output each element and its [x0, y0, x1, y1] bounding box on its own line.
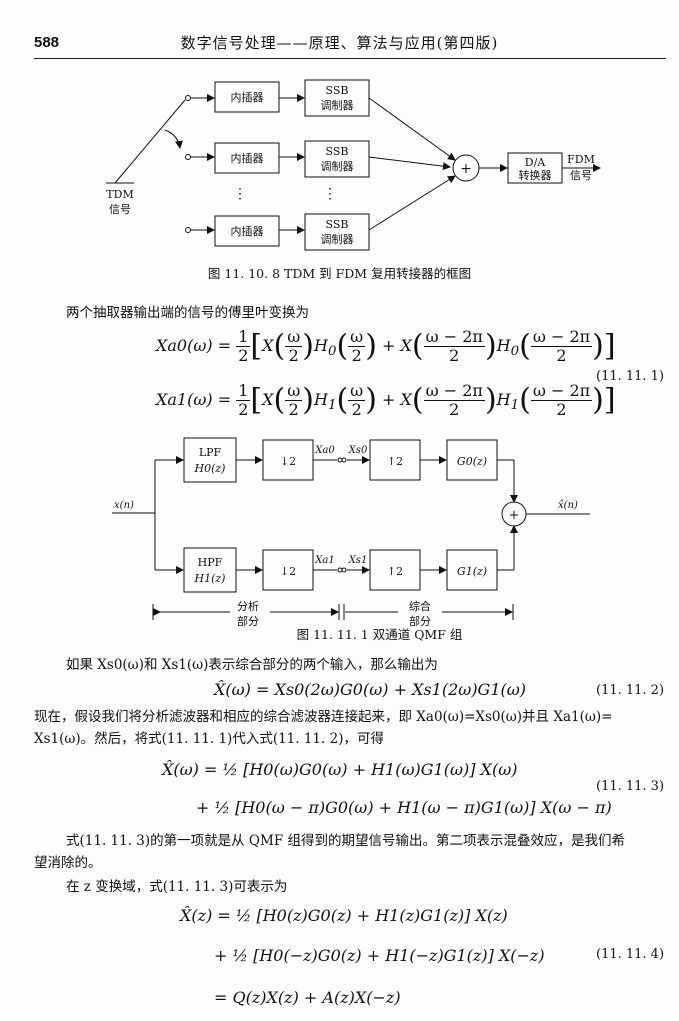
- hpf-box: [183, 547, 237, 593]
- interpolator-label-1: 内插器: [231, 90, 264, 104]
- ssb-label-2a: SSB: [326, 145, 349, 158]
- decimator-label-1: ↓2: [280, 565, 296, 578]
- equation-11-11-3b: + ½ [H0(ω − π)G0(ω) + H1(ω − π)G1(ω)] X(…: [196, 798, 612, 817]
- header-rule: [34, 58, 666, 59]
- tdm-label-2: 信号: [109, 203, 131, 216]
- xs0-label: Xs0: [348, 445, 368, 456]
- g1-label: G1(z): [457, 565, 487, 578]
- fdm-label-2: 信号: [570, 169, 592, 182]
- equation-11-11-4b: + ½ [H0(−z)G0(z) + H1(−z)G1(z)] X(−z): [214, 946, 545, 965]
- paragraph-4-line-2: 望消除的。: [34, 855, 102, 871]
- interpolator-label-3: 内插器: [231, 224, 264, 238]
- summer-plus: +: [460, 161, 472, 177]
- ssb-label-1a: SSB: [326, 84, 349, 97]
- interpolator-box-2: [214, 142, 280, 174]
- equation-number-1: (11. 11. 1): [596, 369, 665, 384]
- running-header: 数字信号处理——原理、算法与应用(第四版): [180, 34, 499, 52]
- analysis-label-2: 部分: [237, 614, 259, 628]
- g0-label: G0(z): [457, 455, 487, 468]
- figure-caption-2: 图 11. 11. 1 双通道 QMF 组: [296, 627, 463, 642]
- interpolator-label-1: ↑2: [387, 565, 403, 578]
- analysis-label-1: 分析: [237, 599, 259, 613]
- synthesis-label-2: 部分: [409, 614, 431, 628]
- contact-3: [185, 227, 191, 233]
- commutator-line: [114, 99, 186, 184]
- paragraph-1: 两个抽取器输出端的信号的傅里叶变换为: [66, 305, 309, 321]
- decimator-label-0: ↓2: [280, 455, 296, 468]
- interpolator-label-2: 内插器: [231, 151, 264, 165]
- interpolator-box-1: [214, 81, 280, 113]
- rotation-arrow: [164, 129, 183, 149]
- equation-11-11-2: X̂(ω) = Xs0(2ω)G0(ω) + Xs1(2ω)G1(ω): [214, 680, 527, 699]
- lpf-transfer-label: H0(z): [194, 462, 226, 475]
- eq1b-lhs: Xa1(ω) =: [156, 390, 237, 409]
- paragraph-3-line-2: Xs1(ω)。然后，将式(11. 11. 1)代入式(11. 11. 2)，可得: [34, 731, 384, 747]
- ssb-box-2: [304, 140, 370, 178]
- hpf-transfer-label: H1(z): [194, 572, 226, 585]
- lpf-box: [183, 437, 237, 483]
- xa0-label: Xa0: [314, 445, 335, 456]
- qmf-bank-diagram: LPF H0(z) HPF H1(z) ↓2 ↓2 ↑2 ↑2 G0(z) G1…: [112, 437, 590, 628]
- equation-11-11-3a: X̂(ω) = ½ [H0(ω)G0(ω) + H1(ω)G1(ω)] X(ω): [162, 760, 518, 779]
- tdm-fdm-diagram: 内插器 内插器 内插器 SSB 调制器 SSB 调制器 SSB 调制器 + D/…: [106, 79, 601, 251]
- da-label-1: D/A: [525, 156, 547, 169]
- ssb-box-3: [304, 213, 370, 251]
- equation-11-11-4a: X̂(z) = ½ [H0(z)G0(z) + H1(z)G1(z)] X(z): [180, 906, 508, 925]
- ssb-label-1b: 调制器: [321, 99, 354, 112]
- da-label-2: 转换器: [519, 168, 552, 182]
- vdots-interp: ⋮: [233, 186, 247, 202]
- vdots-ssb: ⋮: [323, 186, 337, 202]
- interpolator-label-0: ↑2: [387, 455, 403, 468]
- ssb-label-3b: 调制器: [321, 233, 354, 246]
- ssb-label-2b: 调制器: [321, 160, 354, 173]
- equation-11-11-4c: = Q(z)X(z) + A(z)X(−z): [214, 988, 401, 1007]
- equation-number-4: (11. 11. 4): [596, 947, 665, 962]
- ssb-label-3a: SSB: [326, 218, 349, 231]
- paragraph-3-line-1: 现在，假设我们将分析滤波器和相应的综合滤波器连接起来，即 Xa0(ω)=Xs0(…: [34, 709, 613, 725]
- xs1-label: Xs1: [348, 555, 368, 566]
- qmf-summer-plus: +: [509, 508, 520, 523]
- contact-2: [185, 154, 191, 160]
- input-label: x(n): [114, 500, 134, 511]
- eq1a-lhs: Xa0(ω) =: [156, 336, 237, 355]
- page-number: 588: [34, 34, 60, 51]
- synthesis-label-1: 综合: [409, 599, 431, 613]
- fdm-label-1: FDM: [567, 153, 595, 166]
- interpolator-box-3: [214, 215, 280, 247]
- figure-caption-1: 图 11. 10. 8 TDM 到 FDM 复用转接器的框图: [207, 266, 472, 281]
- equation-number-2: (11. 11. 2): [596, 683, 665, 698]
- paragraph-2: 如果 Xs0(ω)和 Xs1(ω)表示综合部分的两个输入，那么输出为: [66, 657, 438, 673]
- paragraph-4-line-1: 式(11. 11. 3)的第一项就是从 QMF 组得到的期望信号输出。第二项表示…: [66, 833, 625, 849]
- paragraph-5: 在 z 变换域，式(11. 11. 3)可表示为: [66, 879, 288, 895]
- lpf-label: LPF: [199, 446, 222, 459]
- equation-number-3: (11. 11. 3): [596, 779, 665, 794]
- tdm-label-1: TDM: [106, 188, 133, 201]
- hpf-label: HPF: [198, 556, 223, 569]
- xa1-label: Xa1: [314, 555, 334, 566]
- output-label: x̂(n): [558, 500, 578, 511]
- contact-1: [185, 95, 191, 101]
